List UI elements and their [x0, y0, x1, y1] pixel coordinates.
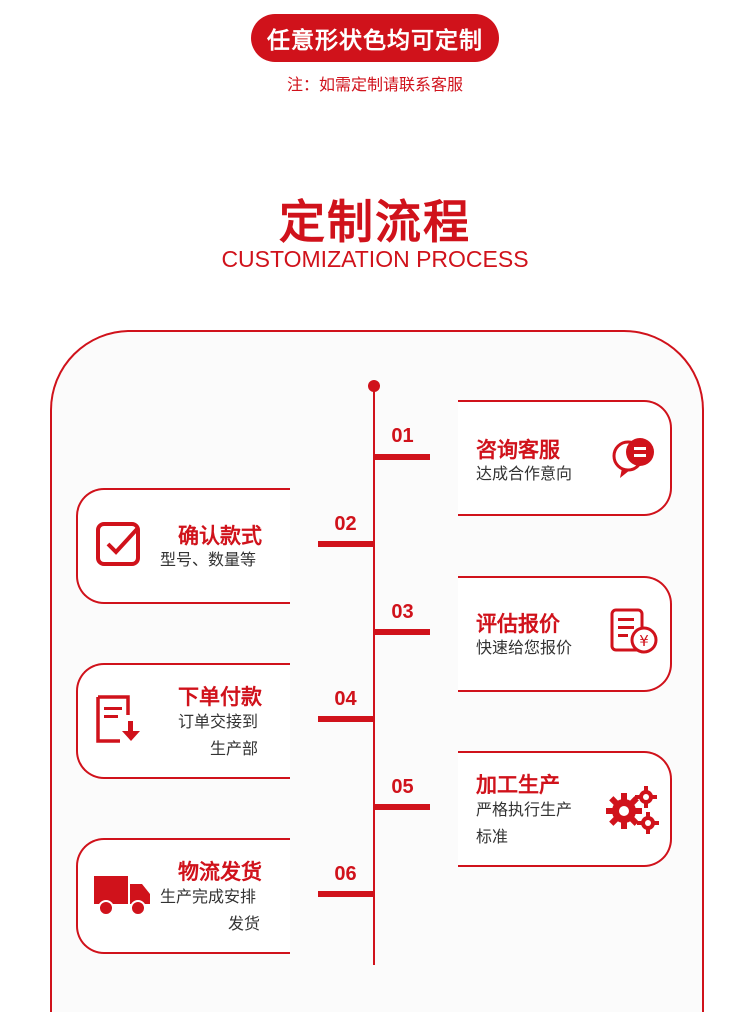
step-desc: 订单交接到 — [178, 712, 259, 731]
step-tick — [318, 541, 373, 547]
step-number: 04 — [334, 688, 357, 710]
step-title: 下单付款 — [178, 685, 262, 709]
step-number: 02 — [334, 513, 357, 535]
step-desc: 生产完成安排 — [160, 887, 257, 906]
step-title: 物流发货 — [178, 860, 262, 884]
section-title: 定制流程 — [279, 195, 471, 249]
step-card: 确认款式 型号、数量等 — [76, 488, 290, 604]
step-card: 下单付款 订单交接到 生产部 — [76, 663, 290, 779]
step-number: 03 — [391, 601, 414, 623]
step-card: 评估报价 快速给您报价 ¥ — [458, 576, 672, 692]
truck-icon — [94, 876, 150, 916]
step-tick — [318, 716, 373, 722]
custom-shape-badge: 任意形状色均可定制 — [251, 14, 499, 62]
step-desc: 严格执行生产 — [476, 800, 573, 819]
svg-text:¥: ¥ — [639, 632, 649, 650]
step-desc: 生产部 — [210, 739, 259, 758]
step-tick — [318, 891, 373, 897]
step-title: 加工生产 — [476, 773, 560, 797]
checkbox-icon — [96, 522, 140, 566]
section-subtitle: CUSTOMIZATION PROCESS — [221, 246, 529, 272]
step-card: 加工生产 严格执行生产 标准 — [458, 751, 672, 867]
step-tick — [375, 454, 430, 460]
step-number: 05 — [391, 776, 414, 798]
step-title: 咨询客服 — [476, 438, 560, 462]
step-desc: 达成合作意向 — [476, 464, 573, 483]
document-download-icon — [96, 695, 140, 743]
chat-bubbles-icon — [612, 438, 654, 478]
step-number: 06 — [334, 863, 357, 885]
step-tick — [375, 804, 430, 810]
step-tick — [375, 629, 430, 635]
step-desc: 标准 — [476, 827, 509, 846]
gears-icon — [606, 786, 659, 834]
step-card: 咨询客服 达成合作意向 — [458, 400, 672, 516]
step-desc: 发货 — [228, 914, 261, 933]
step-desc: 型号、数量等 — [160, 550, 257, 569]
step-title: 确认款式 — [178, 524, 262, 548]
step-card: 物流发货 生产完成安排 发货 — [76, 838, 290, 954]
timeline-axis — [373, 385, 375, 965]
step-number: 01 — [391, 425, 414, 447]
custom-note: 注：如需定制请联系客服 — [286, 75, 463, 94]
step-desc: 快速给您报价 — [476, 638, 573, 657]
invoice-yen-icon: ¥ — [610, 608, 658, 654]
timeline-start-dot — [368, 380, 380, 392]
step-title: 评估报价 — [476, 612, 560, 636]
